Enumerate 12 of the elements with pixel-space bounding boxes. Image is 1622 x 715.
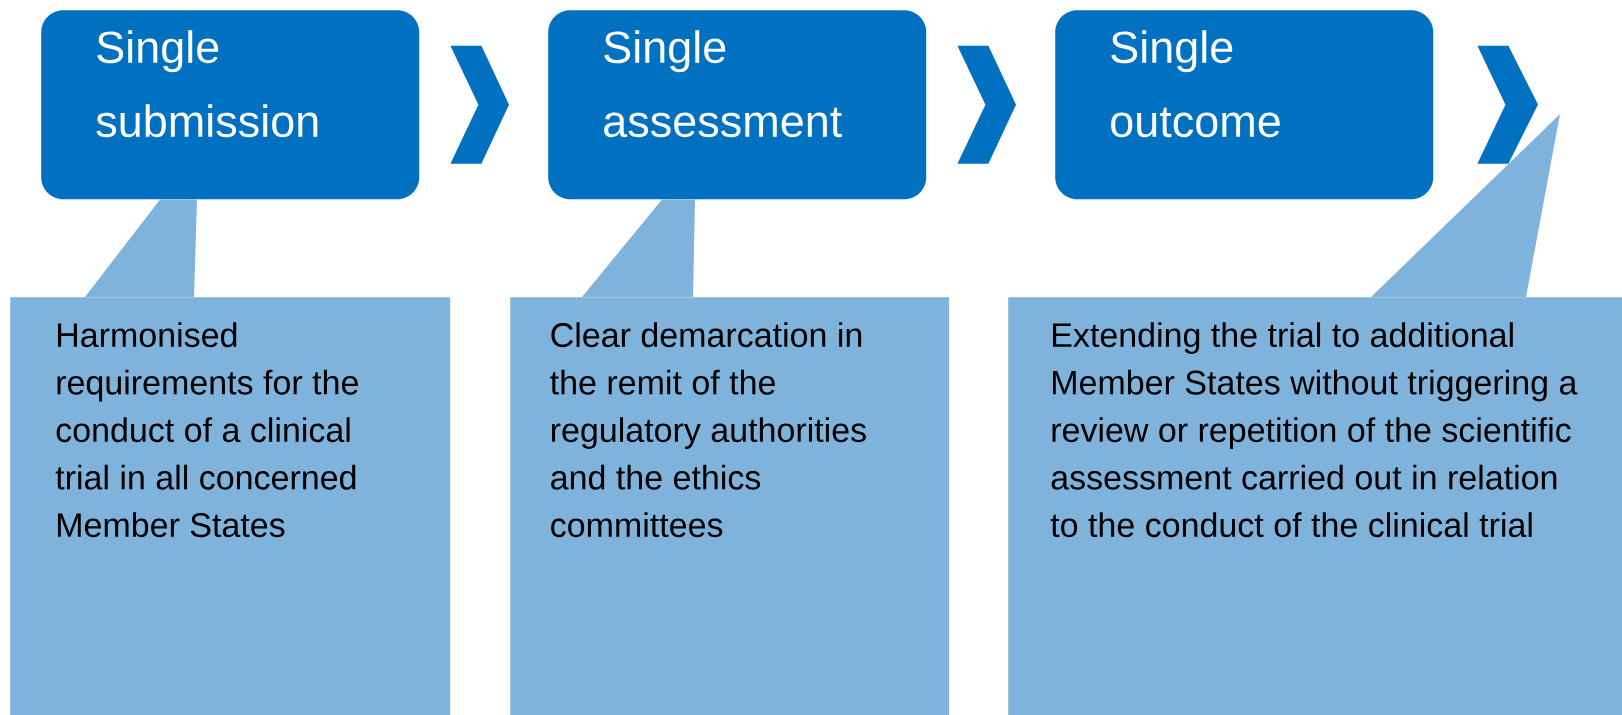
callout-pointer — [1371, 114, 1560, 297]
chevron-arrow — [450, 45, 509, 164]
callout-pointer — [582, 199, 695, 297]
callout-box: Harmonised requirements for the conduct of a clinical trial in all concerned Member States — [10, 297, 451, 715]
step-box: Single outcome — [1055, 10, 1434, 200]
chevron-arrow — [957, 45, 1016, 164]
callout-box: Extending the trial to additional Member States without triggering a review or repetition of the scientific assessment carried out in relation to the conduct of the clinical trial — [1008, 297, 1622, 715]
step-box: Single submission — [41, 10, 420, 200]
chevron-arrow — [1477, 45, 1538, 164]
callout-pointer — [85, 199, 197, 297]
callout-box: Clear demarcation in the remit of the regulatory authorities and the ethics committees — [510, 297, 950, 715]
step-box: Single assessment — [548, 10, 927, 200]
